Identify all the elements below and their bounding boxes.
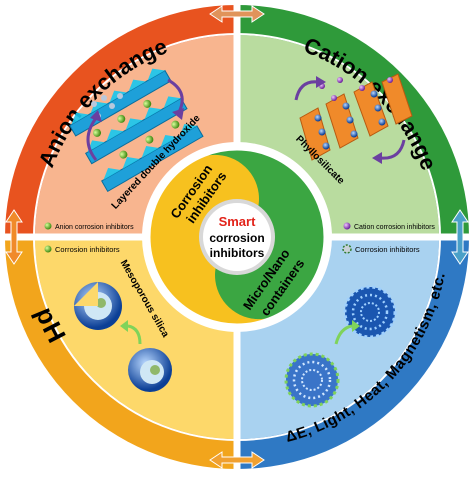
center-core-line1: corrosion: [209, 231, 264, 245]
anion-legend-marker-icon: [44, 222, 52, 230]
cation-ions: [314, 77, 393, 150]
center-hub: [142, 142, 332, 332]
br-legend-marker-icon: [342, 244, 352, 254]
nanosphere-bottom: [284, 352, 340, 408]
bl-legend-label: Corrosion inhibitors: [55, 245, 120, 254]
arrow-up-right-icon: [334, 320, 360, 345]
ring-inner-border: [33, 33, 441, 441]
double-arrow-top-icon: [209, 5, 265, 23]
exchange-arrow-left-icon: [86, 110, 102, 161]
mesoporous-silica-sphere-bottom: [128, 348, 172, 392]
center-core-line2: inhibitors: [210, 246, 265, 260]
br-legend-label: Corrosion inhibitors: [355, 245, 420, 254]
bl-legend-marker-icon: [44, 245, 52, 253]
exchange-arrow-bottom-icon: [372, 139, 406, 164]
mesoporous-silica-sphere-top: [74, 282, 122, 330]
phyllosilicate-illustration: [299, 73, 413, 161]
double-arrow-bottom-icon: [209, 451, 265, 469]
anion-ions-floating: [91, 93, 123, 119]
arrow-up-left-icon: [120, 320, 142, 345]
anion-legend-label: Anion corrosion inhibitors: [55, 224, 134, 231]
cation-legend-label: Cation corrosion inhibitors: [354, 224, 435, 231]
double-arrow-left-icon: [5, 209, 23, 265]
cation-legend-marker-icon: [343, 222, 351, 230]
double-arrow-right-icon: [451, 209, 469, 265]
exchange-arrow-top-icon: [294, 76, 326, 101]
center-smart-label: Smart: [219, 214, 257, 229]
exchange-arrow-right-icon: [167, 78, 184, 120]
